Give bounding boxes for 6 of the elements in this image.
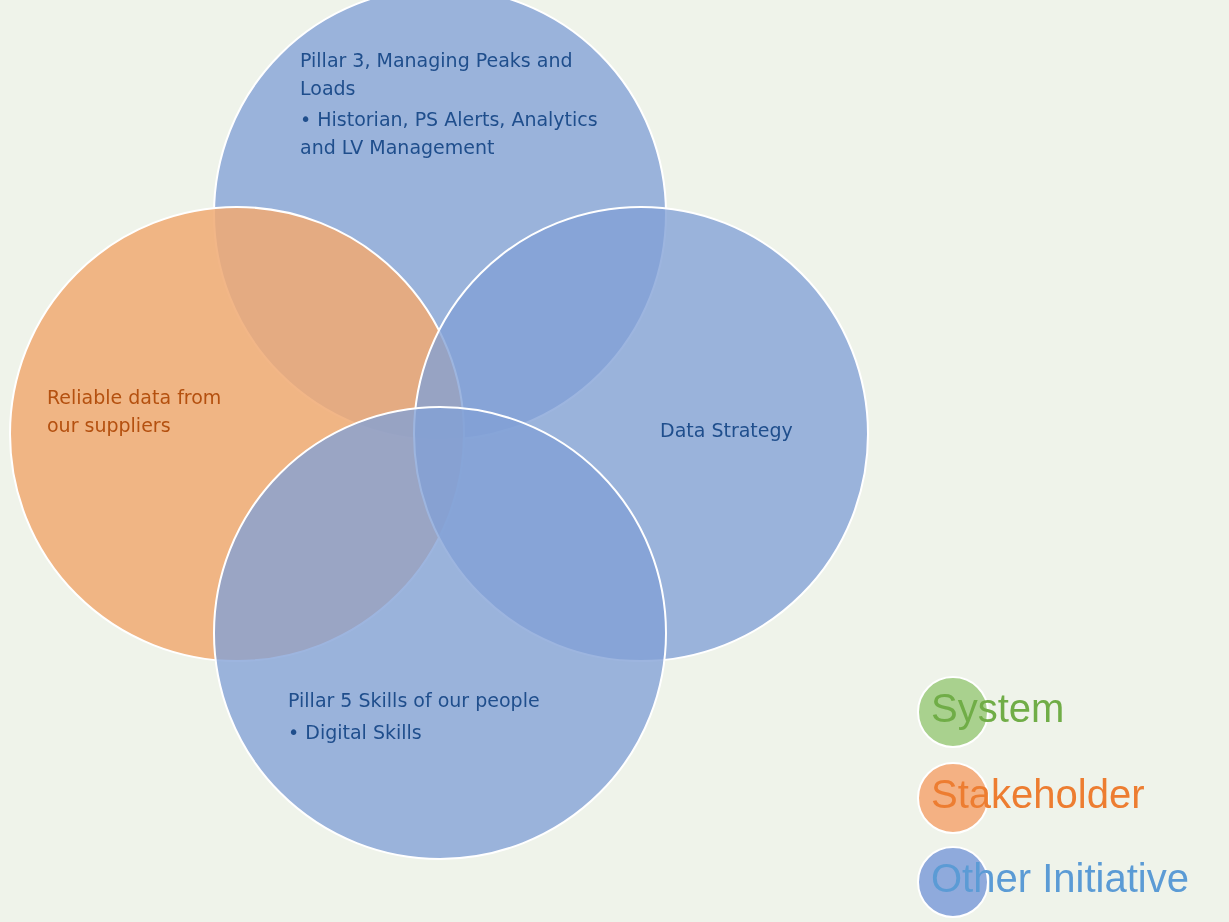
circle-heading: Data Strategy xyxy=(660,418,794,443)
circle-heading: Reliable data from our suppliers xyxy=(47,385,223,438)
bullet-item: • Historian, PS Alerts, Analytics and LV Management xyxy=(300,107,599,160)
circle-heading: Pillar 5 Skills of our people xyxy=(288,688,541,713)
circle-heading: Pillar 3, Managing Peaks and Loads xyxy=(300,48,574,101)
bullet-item: • Digital Skills xyxy=(288,719,423,745)
